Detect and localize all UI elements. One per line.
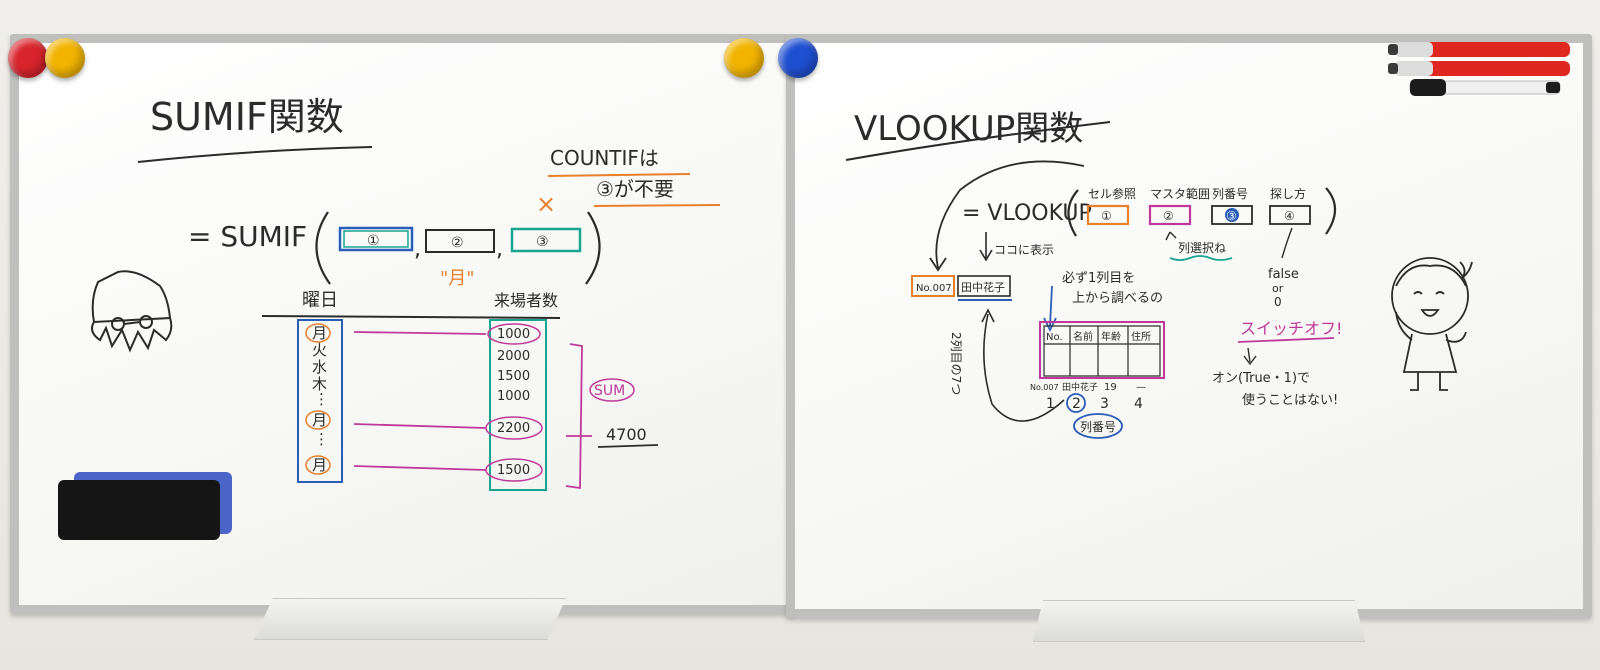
svg-text:水: 水 <box>312 358 327 376</box>
countif-note-2: ③が不要 <box>596 177 674 201</box>
koko-note: ココに表示 <box>994 243 1054 257</box>
red-marker-2 <box>1388 61 1570 76</box>
svg-text:2200: 2200 <box>497 421 530 436</box>
vlookup-arg3: ③ <box>1226 209 1237 223</box>
sumif-arg2: ② <box>451 235 464 251</box>
table-row-no: No.007 <box>1030 383 1059 392</box>
red-magnet <box>8 38 48 78</box>
sumif-arg1: ① <box>367 233 380 249</box>
vlookup-arg1: ① <box>1101 209 1112 223</box>
right-title: VLOOKUP関数 <box>854 109 1083 149</box>
svg-text:1500: 1500 <box>497 463 530 478</box>
col-number-2: 2 <box>1072 396 1081 412</box>
svg-text:1000: 1000 <box>497 327 530 342</box>
svg-text:,: , <box>414 237 421 262</box>
on-note-1: オン(True・1)で <box>1212 371 1310 386</box>
vlookup-arg4: ④ <box>1284 209 1295 223</box>
eraser <box>58 472 232 540</box>
column-number-label: 列番号 <box>1080 420 1116 434</box>
black-marker <box>1409 79 1561 96</box>
squid-doodle <box>91 270 173 353</box>
red-marker <box>1388 42 1570 57</box>
switch-note: スイッチオフ! <box>1240 319 1342 338</box>
day-header: 曜日 <box>302 290 338 311</box>
second-col-note: 2列目の7つ <box>949 332 963 395</box>
marker-tray-right <box>1033 600 1365 642</box>
sumif-formula: = SUMIF <box>188 220 307 253</box>
col-number-4: 4 <box>1134 396 1143 412</box>
month-criterion: "月" <box>440 268 475 289</box>
table-header-age: 年齢 <box>1101 330 1121 343</box>
svg-text:⋮: ⋮ <box>314 390 329 408</box>
svg-text:火: 火 <box>312 341 327 359</box>
blue-magnet <box>778 38 818 78</box>
first-col-note-1: 必ず1列目を <box>1062 271 1135 286</box>
sumif-arg3: ③ <box>536 234 549 250</box>
result-cell-name: 田中花子 <box>961 281 1005 294</box>
svg-text:2000: 2000 <box>497 349 530 364</box>
table-header-no: No. <box>1046 332 1063 343</box>
on-note-2: 使うことはない! <box>1242 392 1338 408</box>
col-number-1: 1 <box>1046 396 1055 412</box>
svg-text:1500: 1500 <box>497 369 530 384</box>
count-list: 1000 2000 1500 1000 2200 1500 <box>497 327 530 478</box>
arg-label-range: マスタ範囲 <box>1150 186 1210 201</box>
girl-doodle <box>1391 257 1473 391</box>
table-row-name: 田中花子 <box>1062 381 1098 393</box>
day-list: 月 火 水 木 ⋮ 月 ⋮ 月 <box>312 324 329 474</box>
sum-result: 4700 <box>606 425 647 444</box>
svg-text:1000: 1000 <box>497 389 530 404</box>
count-header: 来場者数 <box>494 291 558 310</box>
svg-text:,: , <box>496 237 503 262</box>
table-row-age: 19 <box>1104 382 1117 393</box>
svg-text:月: 月 <box>312 411 327 429</box>
arg-label-cell: セル参照 <box>1088 186 1136 201</box>
arg-label-match: 探し方 <box>1270 186 1306 201</box>
or-label: or <box>1272 282 1284 295</box>
column-select-note: 列選択ね <box>1178 241 1226 255</box>
marker-tray-left <box>254 598 566 640</box>
vlookup-formula: = VLOOKUP <box>962 201 1092 226</box>
cross-mark: × <box>536 190 556 218</box>
countif-note-1: COUNTIFは <box>550 146 659 170</box>
result-cell-no: No.007 <box>916 283 952 294</box>
table-header-address: 住所 <box>1131 330 1151 343</box>
sum-label: SUM <box>594 383 625 399</box>
arg-label-colnum: 列番号 <box>1212 187 1248 201</box>
yellow-magnet <box>45 38 85 78</box>
svg-text:月: 月 <box>312 324 327 342</box>
zero-label: 0 <box>1274 295 1282 309</box>
svg-text:⋮: ⋮ <box>314 430 329 448</box>
col-number-3: 3 <box>1100 396 1109 412</box>
vlookup-arg2: ② <box>1163 209 1174 223</box>
yellow-magnet-right <box>724 38 764 78</box>
table-row-address: — <box>1136 382 1146 393</box>
left-title: SUMIF関数 <box>150 95 344 139</box>
svg-text:木: 木 <box>312 375 327 393</box>
svg-text:月: 月 <box>312 456 327 474</box>
false-label: false <box>1268 267 1299 282</box>
first-col-note-2: 上から調べるの <box>1072 291 1163 306</box>
table-header-name: 名前 <box>1073 330 1093 343</box>
